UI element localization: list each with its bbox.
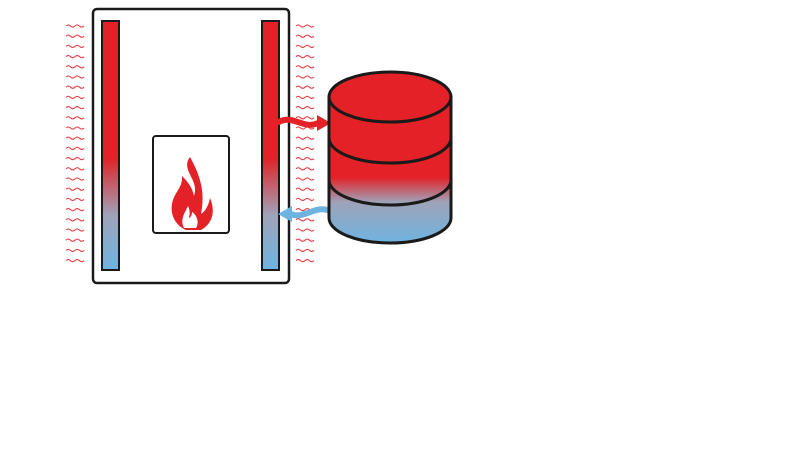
- heat-wave-icon: [65, 187, 85, 191]
- heat-exchanger-pipe-right: [261, 20, 280, 271]
- heat-wave-icon: [65, 24, 85, 28]
- heat-wave-icon: [65, 146, 85, 151]
- heat-wave-icon: [65, 248, 85, 253]
- heat-wave-icon: [65, 75, 85, 79]
- heat-wave-icon: [295, 116, 315, 120]
- heat-wave-icon: [65, 228, 85, 232]
- heat-wave-icon: [65, 126, 85, 130]
- heat-wave-icon: [65, 54, 85, 59]
- heat-wave-icon: [65, 44, 85, 49]
- heat-wave-icon: [295, 44, 315, 49]
- heat-wave-icon: [65, 156, 85, 161]
- heat-wave-icon: [65, 177, 85, 181]
- heat-wave-icon: [65, 105, 85, 110]
- heat-wave-icon: [295, 258, 315, 263]
- arrow-left-icon: [278, 206, 333, 222]
- heat-wave-icon: [295, 126, 315, 130]
- heat-wave-icon: [295, 146, 315, 151]
- heat-wave-icon: [295, 65, 315, 69]
- heat-wave-icon: [295, 218, 315, 222]
- flame-icon: [171, 157, 213, 230]
- heat-wave-icon: [295, 75, 315, 79]
- tank-layer-divider: [327, 179, 453, 207]
- heat-wave-icon: [65, 197, 85, 202]
- heat-wave-icon: [295, 136, 315, 140]
- heat-wave-icon: [65, 116, 85, 120]
- heat-wave-icon: [295, 85, 315, 89]
- heat-wave-icon: [295, 105, 315, 110]
- heat-wave-icon: [295, 167, 315, 171]
- storage-tank: [327, 70, 453, 245]
- heat-wave-icon: [295, 228, 315, 232]
- heat-wave-icon: [65, 167, 85, 171]
- heat-wave-icon: [65, 136, 85, 140]
- heat-wave-icon: [65, 95, 85, 100]
- heat-wave-icon: [65, 258, 85, 263]
- heat-exchanger-pipe-left: [101, 20, 120, 271]
- heat-wave-icon: [295, 24, 315, 28]
- heat-wave-icon: [65, 65, 85, 69]
- tank-layer-divider: [327, 137, 453, 165]
- heat-wave-icon: [65, 207, 85, 212]
- heat-wave-icon: [295, 197, 315, 202]
- heat-wave-icon: [295, 95, 315, 100]
- heat-wave-icon: [295, 34, 315, 38]
- arrow-right-icon: [276, 115, 331, 131]
- heat-wave-icon: [295, 54, 315, 59]
- heat-wave-icon: [295, 187, 315, 191]
- heat-wave-icon: [295, 248, 315, 253]
- heat-wave-icon: [295, 238, 315, 242]
- heat-wave-icon: [295, 177, 315, 181]
- heat-wave-icon: [65, 238, 85, 242]
- heat-wave-icon: [65, 34, 85, 38]
- heat-wave-icon: [295, 156, 315, 161]
- heat-wave-icon: [65, 218, 85, 222]
- heat-wave-icon: [65, 85, 85, 89]
